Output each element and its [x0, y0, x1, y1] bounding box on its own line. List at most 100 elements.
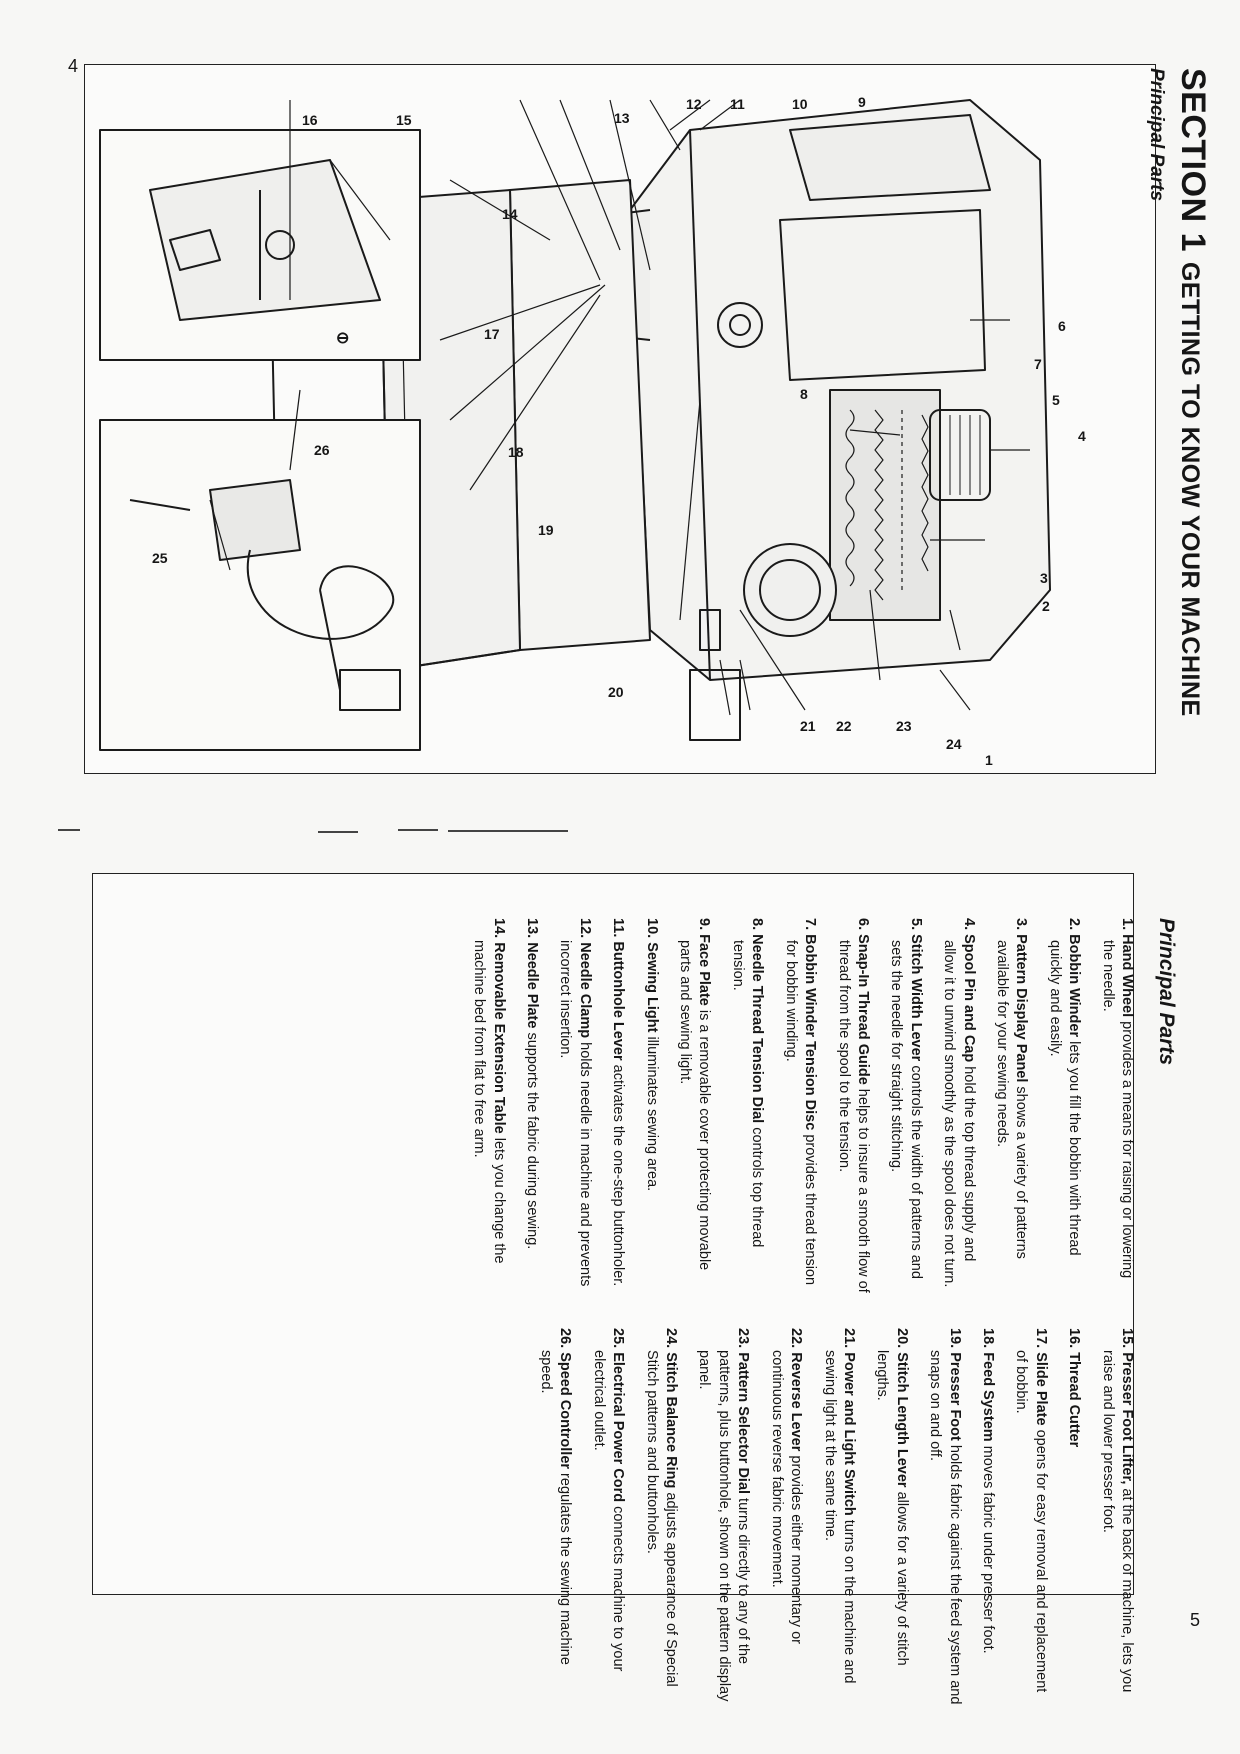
item-term: Presser Foot — [946, 1352, 963, 1441]
item-term: Stitch Balance Ring — [663, 1352, 680, 1489]
item-term: Reverse Lever — [788, 1352, 805, 1452]
callout-11: 11 — [730, 96, 745, 112]
parts-list-item: 1. Hand Wheel provides a means for raisi… — [1097, 918, 1136, 1298]
parts-list-column-2: 15. Presser Foot Lifter, at the back of … — [455, 1328, 1136, 1708]
item-number: 11. — [610, 918, 627, 938]
item-term: Power and Light Switch — [840, 1352, 857, 1516]
callout-4: 4 — [1078, 428, 1086, 444]
parts-list-item: 2. Bobbin Winder lets you fill the bobbi… — [1044, 918, 1083, 1298]
sewing-machine-illustration — [99, 99, 1051, 751]
parts-list-item: 11. Buttonhole Lever activates the one-s… — [608, 918, 627, 1298]
item-term: Bobbin Winder — [1066, 934, 1083, 1038]
item-number: 16. — [1066, 1328, 1083, 1349]
section-heading: SECTION 1 GETTING TO KNOW YOUR MACHINE — [1173, 68, 1212, 788]
item-number: 8. — [749, 918, 766, 931]
item-term: Stitch Length Lever — [893, 1352, 910, 1488]
item-term: Removable Extension Table — [490, 942, 507, 1134]
item-term: Sewing Light — [643, 942, 660, 1033]
item-term: Presser Foot Lifter, — [1119, 1352, 1135, 1485]
inset-symbol: ⊖ — [336, 330, 350, 347]
item-description: supports the fabric during sewing. — [524, 1028, 541, 1250]
item-number: 21. — [840, 1328, 857, 1349]
callout-5: 5 — [1052, 392, 1060, 408]
scan-mark — [318, 831, 358, 833]
parts-list-item: 22. Reverse Lever provides either moment… — [766, 1328, 805, 1708]
item-term: Pattern Selector Dial — [735, 1352, 752, 1495]
parts-list-item: 10. Sewing Light illuminates sewing area… — [641, 918, 660, 1298]
callout-17: 17 — [484, 326, 500, 342]
parts-list-column-1: 1. Hand Wheel provides a means for raisi… — [455, 918, 1136, 1298]
item-term: Buttonhole Lever — [610, 941, 627, 1061]
callout-10: 10 — [792, 96, 808, 112]
item-description: activates the one-step buttonholer. — [610, 1060, 627, 1287]
callout-3: 3 — [1040, 570, 1048, 586]
parts-list-item: 20. Stitch Length Lever allows for a var… — [872, 1328, 911, 1708]
callout-26: 26 — [314, 442, 330, 458]
parts-list-title: Principal Parts — [1155, 918, 1178, 1066]
parts-list-item: 8. Needle Thread Tension Dial controls t… — [728, 918, 767, 1298]
callout-8: 8 — [800, 386, 808, 402]
parts-list-item: 25. Electrical Power Cord connects machi… — [588, 1328, 627, 1708]
callout-16: 16 — [302, 112, 318, 128]
parts-list-item: 4. Spool Pin and Cap hold the top thread… — [939, 918, 978, 1298]
parts-list-item: 14. Removable Extension Table lets you c… — [469, 918, 508, 1298]
page-number-right: 5 — [1190, 1610, 1201, 1630]
item-number: 14. — [490, 918, 507, 939]
item-number: 22. — [788, 1328, 805, 1349]
item-term: Snap-In Thread Guide — [854, 934, 871, 1085]
parts-list-item: 17. Slide Plate opens for easy removal a… — [1011, 1328, 1050, 1708]
callout-20: 20 — [608, 684, 624, 700]
scan-mark — [58, 829, 80, 831]
parts-list-item: 6. Snap-In Thread Guide helps to insure … — [833, 918, 872, 1298]
parts-list-item: 21. Power and Light Switch turns on the … — [819, 1328, 858, 1708]
parts-list: Principal Parts 1. Hand Wheel provides a… — [138, 918, 1178, 1708]
parts-list-item: 5. Stitch Width Lever controls the width… — [886, 918, 925, 1298]
item-number: 15. — [1119, 1328, 1135, 1349]
text-frame — [92, 873, 1134, 1595]
item-term: Slide Plate — [1032, 1352, 1049, 1426]
parts-list-item: 7. Bobbin Winder Tension Disc provides t… — [780, 918, 819, 1298]
item-term: Thread Cutter — [1066, 1352, 1083, 1448]
parts-list-item: 15. Presser Foot Lifter, at the back of … — [1097, 1328, 1136, 1708]
page-number-left: 4 — [68, 56, 79, 76]
callout-24: 24 — [946, 736, 962, 752]
item-number: 1. — [1119, 918, 1135, 931]
section-title: GETTING TO KNOW YOUR MACHINE — [1176, 261, 1204, 717]
parts-list-item: 19. Presser Foot holds fabric against th… — [925, 1328, 964, 1708]
callout-13: 13 — [614, 110, 630, 126]
parts-list-item: 24. Stitch Balance Ring adjusts appearan… — [641, 1328, 680, 1708]
callout-12: 12 — [686, 96, 702, 112]
item-term: Needle Clamp — [576, 942, 593, 1039]
parts-list-item: 26. Speed Controller regulates the sewin… — [536, 1328, 575, 1708]
item-number: 6. — [854, 918, 871, 931]
item-term: Speed Controller — [557, 1352, 574, 1470]
item-term: Spool Pin and Cap — [960, 934, 977, 1063]
item-term: Pattern Display Panel — [1013, 934, 1030, 1083]
item-term: Needle Plate — [524, 942, 541, 1029]
callout-2: 2 — [1042, 598, 1050, 614]
callout-18: 18 — [508, 444, 524, 460]
item-number: 9. — [696, 918, 713, 931]
parts-list-item: 12. Needle Clamp holds needle in machine… — [555, 918, 594, 1298]
item-number: 20. — [893, 1328, 910, 1349]
item-number: 25. — [610, 1328, 627, 1349]
item-number: 4. — [960, 918, 977, 931]
item-number: 7. — [802, 918, 819, 931]
item-term: Bobbin Winder Tension Disc — [802, 934, 819, 1131]
item-number: 3. — [1013, 918, 1030, 931]
callout-6: 6 — [1058, 318, 1066, 334]
item-number: 19. — [946, 1328, 963, 1349]
parts-list-item: 3. Pattern Display Panel shows a variety… — [992, 918, 1031, 1298]
item-term: Needle Thread Tension Dial — [749, 934, 766, 1124]
item-number: 18. — [979, 1328, 996, 1349]
parts-list-item: 9. Face Plate is a removable cover prote… — [675, 918, 714, 1298]
parts-list-item: 23. Pattern Selector Dial turns directly… — [694, 1328, 752, 1708]
item-term: Stitch Width Lever — [907, 934, 924, 1062]
item-number: 13. — [524, 918, 541, 939]
parts-list-item: 16. Thread Cutter — [1064, 1328, 1083, 1708]
section-header: SECTION 1 GETTING TO KNOW YOUR MACHINE P… — [1145, 68, 1212, 788]
parts-list-item: 13. Needle Plate supports the fabric dur… — [522, 918, 541, 1298]
item-term: Face Plate — [696, 934, 713, 1006]
callout-9: 9 — [858, 94, 866, 110]
item-number: 24. — [663, 1328, 680, 1349]
